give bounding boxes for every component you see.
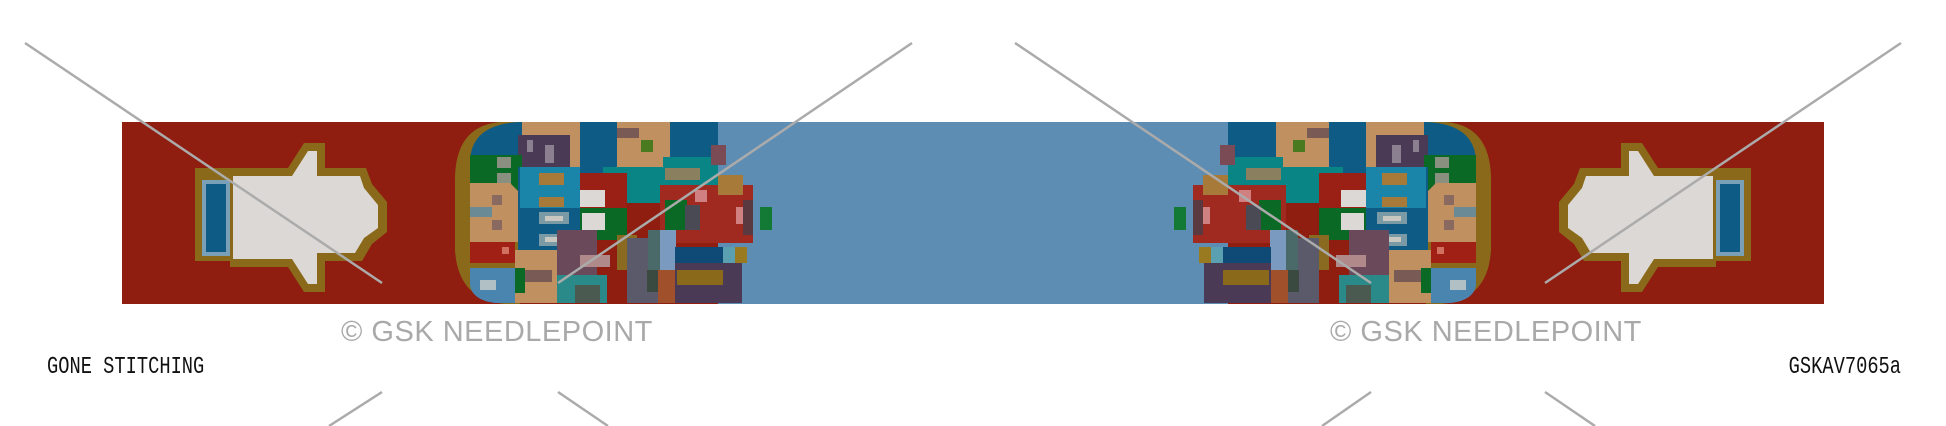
watermark-cross-lines <box>24 41 1902 426</box>
product-code: GSKAV7065a <box>1788 354 1901 381</box>
canvas-left-half <box>122 122 973 304</box>
watermark-right: © GSK NEEDLEPOINT <box>1330 316 1642 348</box>
design-title: GONE STITCHING <box>47 354 205 381</box>
watermark-left: © GSK NEEDLEPOINT <box>341 316 653 348</box>
canvas-right-half <box>973 122 1824 304</box>
